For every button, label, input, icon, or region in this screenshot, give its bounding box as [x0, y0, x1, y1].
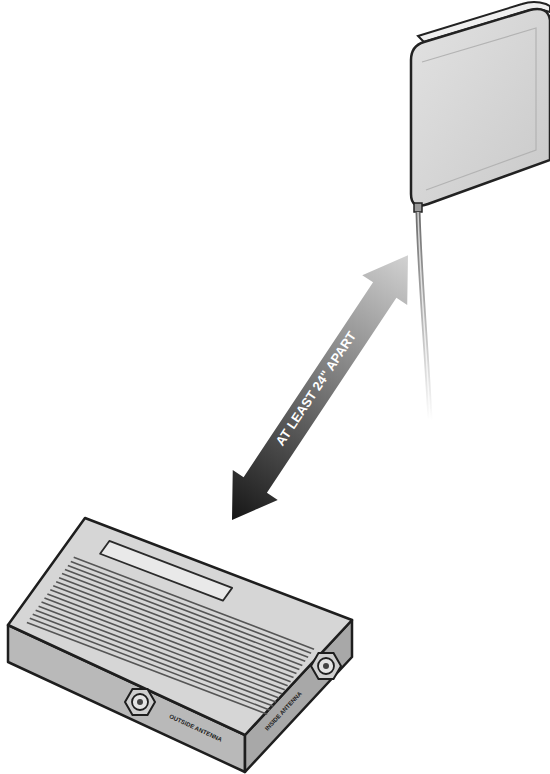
cooling-fin: [44, 598, 284, 690]
antenna-port: [125, 689, 155, 715]
panel-antenna: [411, 2, 550, 420]
cooling-fin: [74, 557, 314, 649]
cooling-fin: [47, 594, 287, 686]
cooling-fin: [27, 622, 267, 714]
cooling-fin: [56, 582, 296, 674]
cooling-fin: [59, 578, 299, 670]
distance-label: AT LEAST 24" APART: [274, 329, 359, 448]
antenna-port: [311, 653, 341, 679]
cooling-fin: [33, 614, 273, 706]
cooling-fin: [36, 610, 276, 702]
cooling-fin: [50, 590, 290, 682]
cooling-fin: [39, 606, 279, 698]
cooling-fin: [53, 586, 293, 678]
cooling-fin: [42, 602, 282, 694]
signal-booster: [8, 518, 352, 772]
distance-arrow: [210, 240, 431, 535]
status-slot: [100, 541, 232, 601]
cooling-fin: [62, 574, 302, 666]
